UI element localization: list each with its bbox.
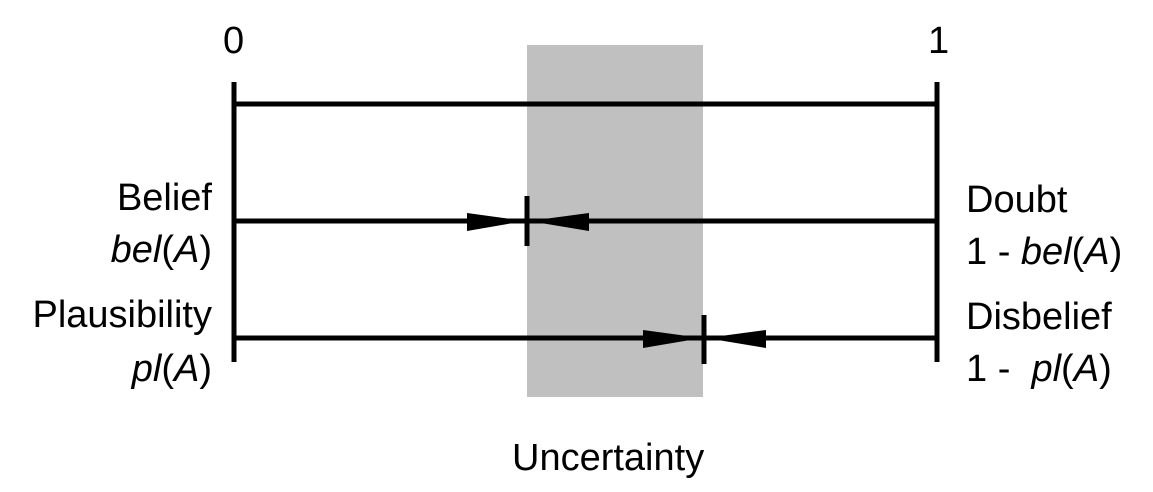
scale-min-label: 0 <box>223 20 245 62</box>
doubt-title: Doubt <box>966 179 1068 221</box>
doubt-arg: A <box>1084 231 1110 273</box>
disbelief-fn: pl <box>1031 348 1062 390</box>
belief-arrowhead <box>467 213 525 231</box>
belief-title: Belief <box>116 177 212 219</box>
plausibility-arrowhead <box>643 330 702 348</box>
plausibility-title: Plausibility <box>32 294 212 336</box>
belief-arg: A <box>173 229 200 271</box>
disbelief-arg: A <box>1073 348 1100 390</box>
belief-fn: bel <box>110 229 162 271</box>
doubt-arrowhead <box>529 213 589 231</box>
disbelief-arrowhead <box>706 330 766 348</box>
plausibility-arg: A <box>173 348 200 390</box>
disbelief-title: Disbelief <box>966 296 1112 338</box>
uncertainty-label: Uncertainty <box>512 437 705 479</box>
plausibility-fn: pl <box>131 348 162 390</box>
scale-max-label: 1 <box>928 20 950 62</box>
belief-formula: bel(A) <box>110 229 212 271</box>
disbelief-prefix: 1 - <box>966 348 1032 390</box>
doubt-prefix: 1 - <box>966 231 1021 273</box>
doubt-fn: bel <box>1020 231 1072 273</box>
disbelief-formula: 1 - pl(A) <box>966 348 1112 390</box>
plausibility-formula: pl(A) <box>131 348 212 390</box>
doubt-formula: 1 - bel(A) <box>966 231 1123 273</box>
